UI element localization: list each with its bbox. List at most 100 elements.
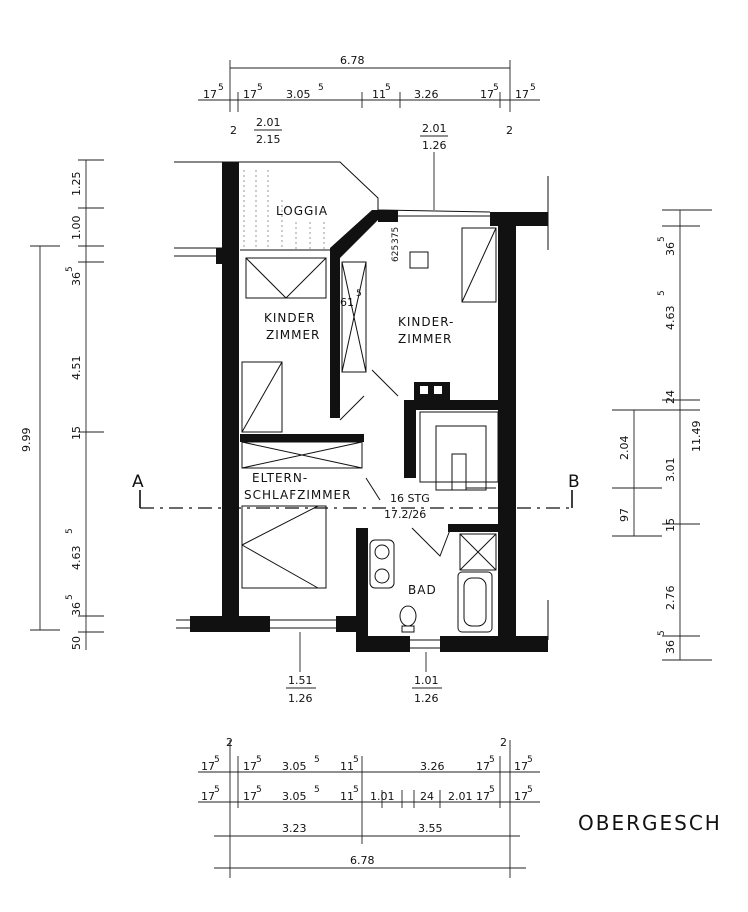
bath-shaft-x2 xyxy=(459,533,497,571)
bath-tub-inner xyxy=(463,577,487,627)
right-dim-2: 4.63 xyxy=(664,306,677,331)
top-seg-1: 17 xyxy=(203,88,217,101)
left-dim-3s: 5 xyxy=(65,266,75,272)
room-bad: BAD xyxy=(408,583,437,597)
door-kinder-left xyxy=(339,395,365,421)
top-seg-6: 17 xyxy=(480,88,494,101)
door-kinder-right xyxy=(371,369,399,397)
b1-5: 11 xyxy=(340,760,354,773)
b2-2: 17 xyxy=(243,790,257,803)
wall-top-mid xyxy=(378,210,398,222)
wall-eltern-top xyxy=(240,434,364,442)
section-line: A B xyxy=(132,472,580,509)
sink-kinder-right xyxy=(409,251,429,269)
top-seg-3: 3.05 xyxy=(286,88,311,101)
top-window-left-h: 2.15 xyxy=(256,133,281,146)
right-dim-6: 97 xyxy=(618,508,631,522)
bath-shaft xyxy=(459,533,497,571)
wall-diagonal xyxy=(330,210,388,258)
left-dimensions: 9.99 1.25 1.00 36 5 4.51 15 4.63 5 36 5 … xyxy=(20,159,104,650)
stair-label-2: 17.2/26 xyxy=(384,508,426,521)
bw-left-w: 1.51 xyxy=(288,674,313,687)
right-dimensions: 11.49 36 5 4.63 5 24 2.04 3.01 97 15 2.7… xyxy=(612,209,712,661)
bed-kinder-right-line xyxy=(461,227,497,303)
right-dim-8: 2.76 xyxy=(664,586,677,611)
b1-3s: 5 xyxy=(256,755,262,765)
wardrobe-kl-x1 xyxy=(245,257,287,299)
bed-kinder-left xyxy=(241,361,283,433)
left-dim-5: 15 xyxy=(70,426,83,440)
top-window-left-w: 2.01 xyxy=(256,116,281,129)
b1-1: 17 xyxy=(201,760,215,773)
b1-4: 3.05 xyxy=(282,760,307,773)
top-seg-1s: 5 xyxy=(218,83,224,93)
cabinet-middle xyxy=(341,261,367,373)
b1-7: 17 xyxy=(476,760,490,773)
right-dim-9: 36 xyxy=(664,640,677,654)
room-kinder-left-1: KINDER xyxy=(264,311,316,325)
left-dim-2: 1.00 xyxy=(70,216,83,241)
stair-inner xyxy=(435,425,487,491)
b2-9s: 5 xyxy=(527,785,533,795)
room-kinder-right-1: KINDER- xyxy=(398,315,454,329)
inner-dim-61: 61 xyxy=(340,296,354,309)
left-dim-total: 9.99 xyxy=(20,428,33,453)
b2-8s: 5 xyxy=(489,785,495,795)
wall-right-outer xyxy=(498,212,516,640)
wardrobe-eltern xyxy=(241,441,363,469)
top-dimensions: 6.78 17 5 17 5 3.05 5 11 5 3.26 17 5 17 … xyxy=(198,54,540,210)
bath-toilet-tank xyxy=(401,625,415,633)
right-dim-total: 11.49 xyxy=(690,421,703,453)
b1-3: 17 xyxy=(243,760,257,773)
bath-sink-2 xyxy=(374,568,390,584)
left-dim-4: 4.51 xyxy=(70,356,83,381)
left-dim-6s: 5 xyxy=(65,528,75,534)
wall-bottom-left xyxy=(190,616,270,632)
right-dim-9s: 5 xyxy=(657,630,667,636)
top-window-right-h: 1.26 xyxy=(422,139,447,152)
walls xyxy=(190,162,548,652)
room-eltern-2: SCHLAFZIMMER xyxy=(244,488,351,502)
bottom-window-labels: 1.51 1.26 1.01 1.26 xyxy=(286,632,442,705)
bath-sink-1 xyxy=(374,544,390,560)
loggia-hatch xyxy=(243,170,325,250)
bed-eltern-l2 xyxy=(241,544,319,589)
top-seg-6s: 5 xyxy=(493,83,499,93)
left-dim-6: 4.63 xyxy=(70,546,83,571)
b2-8: 17 xyxy=(476,790,490,803)
right-dim-5: 3.01 xyxy=(664,458,677,483)
stair-outline xyxy=(419,411,499,483)
loggia xyxy=(174,161,491,257)
stair-label-1: 16 STG xyxy=(390,492,430,505)
inner-dims: 625 375 61 5 xyxy=(340,227,401,309)
b2-7: 2.01 xyxy=(448,790,473,803)
b1-9s: 5 xyxy=(527,755,533,765)
wall-middle xyxy=(330,248,340,418)
right-dim-1: 36 xyxy=(664,242,677,256)
chimney xyxy=(414,382,450,402)
stair-arrow xyxy=(451,453,467,490)
door-eltern xyxy=(365,477,381,501)
b1-8: 2 xyxy=(500,736,507,749)
bath-toilet xyxy=(399,605,417,627)
top-seg-7s: 5 xyxy=(530,83,536,93)
bw-right-h: 1.26 xyxy=(414,692,439,705)
b2-2s: 5 xyxy=(256,785,262,795)
b2-3s: 5 xyxy=(314,785,320,795)
top-seg-4: 11 xyxy=(372,88,386,101)
b3-2: 3.55 xyxy=(418,822,443,835)
right-dim-3: 24 xyxy=(664,390,677,404)
top-two-left: 2 xyxy=(230,124,237,137)
b2-4: 11 xyxy=(340,790,354,803)
room-eltern-1: ELTERN- xyxy=(252,471,308,485)
right-dim-1s: 5 xyxy=(657,236,667,242)
room-labels: LOGGIA KINDER ZIMMER KINDER- ZIMMER ELTE… xyxy=(244,204,454,597)
left-dim-1: 1.25 xyxy=(70,172,83,197)
window-top-right xyxy=(377,209,491,213)
wall-bottom-bath-left xyxy=(356,636,410,652)
wall-left-outer xyxy=(222,162,239,627)
b2-9: 17 xyxy=(514,790,528,803)
bed-eltern-l1 xyxy=(241,505,319,546)
room-kinder-right-2: ZIMMER xyxy=(398,332,452,346)
